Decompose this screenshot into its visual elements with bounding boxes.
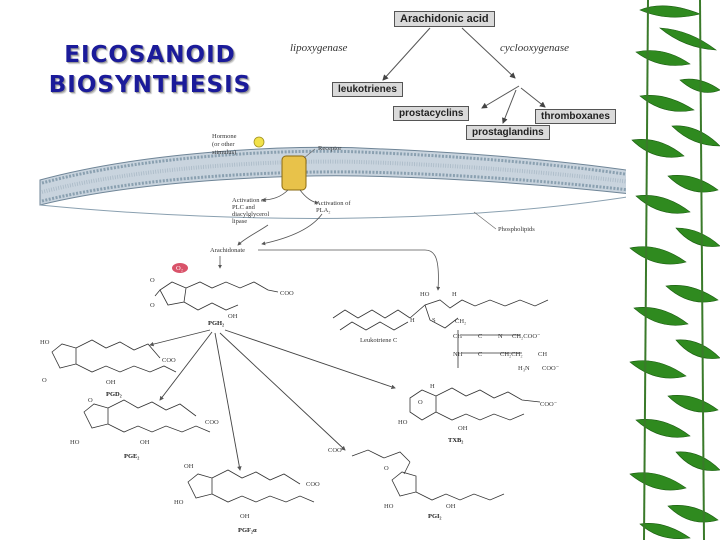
leuk-ch3: CH bbox=[538, 351, 547, 358]
leukotriene-c-label: Leukotriene C bbox=[360, 337, 397, 344]
hormone-label-3: stimulus) bbox=[212, 149, 236, 156]
pgh2-structure bbox=[154, 281, 279, 311]
leuk-ch2ch2: CH₂CH₂ bbox=[500, 351, 523, 358]
plc-label-4: lipase bbox=[232, 218, 247, 225]
prostaglandins-box: prostaglandins bbox=[466, 125, 550, 140]
leuk-s: S bbox=[432, 317, 436, 324]
pgf2a-ho: HO bbox=[174, 499, 184, 506]
leuk-ch2: CH₂ bbox=[455, 318, 466, 325]
prostacyclins-box: prostacyclins bbox=[393, 106, 470, 121]
receptor-label: Receptor bbox=[318, 145, 342, 152]
leuk-h2: H bbox=[410, 317, 415, 324]
leuk-nh: NH bbox=[453, 351, 463, 358]
pgh2-o-bottom: O bbox=[150, 302, 155, 309]
pge2-oh: OH bbox=[140, 439, 150, 446]
o2-marker bbox=[172, 263, 188, 273]
bamboo-leaf-decoration bbox=[626, 0, 720, 540]
lipoxygenase-label: lipoxygenase bbox=[290, 42, 348, 54]
pge2-ho: HO bbox=[70, 439, 80, 446]
plc-label-3: diacylglycerol bbox=[232, 211, 269, 218]
txb2-oh: OH bbox=[458, 425, 468, 432]
pgf2a-oh: OH bbox=[240, 513, 250, 520]
receptor-pointer bbox=[303, 148, 316, 159]
leuk-c1: C bbox=[478, 333, 482, 340]
leuk-ch2coo: CH₂COO⁻ bbox=[512, 333, 541, 340]
txb2-label: TXB₂ bbox=[448, 437, 463, 444]
txb2-o: O bbox=[418, 399, 423, 406]
pgf2a-structure bbox=[187, 469, 315, 503]
leuk-h3n: H₃N bbox=[518, 365, 530, 372]
pgi2-structure bbox=[351, 449, 505, 501]
pla2-label-2: PLA₂ bbox=[316, 207, 331, 214]
arachidonate-label: Arachidonate bbox=[210, 247, 245, 254]
plc-label-1: Activation of bbox=[232, 197, 267, 204]
pge2-structure bbox=[83, 399, 211, 433]
leuk-c2: C bbox=[478, 351, 482, 358]
pgi2-o: O bbox=[384, 465, 389, 472]
pathway-arrows bbox=[382, 27, 546, 124]
pgd2-ho: HO bbox=[40, 339, 50, 346]
leukotrienes-box: leukotrienes bbox=[332, 82, 403, 97]
pgf2a-oh-top: OH bbox=[184, 463, 194, 470]
pla2-label-1: Activation of bbox=[316, 200, 351, 207]
leuk-n1: N bbox=[498, 333, 503, 340]
pgh2-label: PGH₂ bbox=[208, 320, 224, 327]
pgf2a-label: PGF₂α bbox=[238, 527, 257, 534]
pgh2-o-top: O bbox=[150, 277, 155, 284]
pgd2-oh: OH bbox=[106, 379, 116, 386]
receptor-shape bbox=[281, 155, 307, 191]
txb2-coo: COO⁻ bbox=[540, 401, 558, 408]
pgi2-coo: COO bbox=[328, 447, 342, 454]
pgf2a-coo: COO bbox=[306, 481, 320, 488]
pgh2-oh: OH bbox=[228, 313, 238, 320]
pge2-label: PGE₂ bbox=[124, 453, 139, 460]
leuk-coo: COO⁻ bbox=[542, 365, 560, 372]
pgi2-oh: OH bbox=[446, 503, 456, 510]
leukotriene-c-structure bbox=[332, 299, 549, 368]
arachidonate-to-leukotriene-arrow bbox=[258, 249, 441, 291]
hormone-label-1: Hormone bbox=[212, 133, 237, 140]
pge2-o: O bbox=[88, 397, 93, 404]
pgi2-ho: HO bbox=[384, 503, 394, 510]
txb2-h: H bbox=[430, 383, 435, 390]
pgd2-structure bbox=[51, 339, 177, 373]
plc-label-2: PLC and bbox=[232, 204, 256, 211]
txb2-structure bbox=[409, 387, 541, 421]
phospholipids-pointer bbox=[473, 211, 497, 230]
o2-label: O₂ bbox=[176, 265, 183, 272]
pgd2-o: O bbox=[42, 377, 47, 384]
pgh2-coo: COO bbox=[280, 290, 294, 297]
title-line-1: EICOSANOID bbox=[64, 42, 236, 68]
pge2-coo: COO bbox=[205, 419, 219, 426]
thromboxanes-box: thromboxanes bbox=[535, 109, 616, 124]
leuk-ho: HO bbox=[420, 291, 430, 298]
hormone-ball bbox=[253, 136, 265, 148]
pgi2-label: PGI₂ bbox=[428, 513, 442, 520]
leuk-h1: H bbox=[452, 291, 457, 298]
pgh2-product-arrows bbox=[149, 329, 396, 471]
pgd2-coo: COO bbox=[162, 357, 176, 364]
txb2-ho: HO bbox=[398, 419, 408, 426]
leuk-ch: CH bbox=[453, 333, 462, 340]
cell-membrane bbox=[39, 146, 641, 219]
pgd2-label: PGD₂ bbox=[106, 391, 122, 398]
slide-title: EICOSANOID BIOSYNTHESIS bbox=[30, 40, 270, 100]
phospholipids-label: Phospholipids bbox=[498, 226, 535, 233]
cyclooxygenase-label: cyclooxygenase bbox=[500, 42, 570, 54]
title-line-2: BIOSYNTHESIS bbox=[48, 72, 252, 98]
hormone-label-2: (or other bbox=[212, 141, 235, 148]
arachidonic-acid-box: Arachidonic acid bbox=[394, 11, 495, 27]
activation-arrows bbox=[237, 189, 323, 246]
